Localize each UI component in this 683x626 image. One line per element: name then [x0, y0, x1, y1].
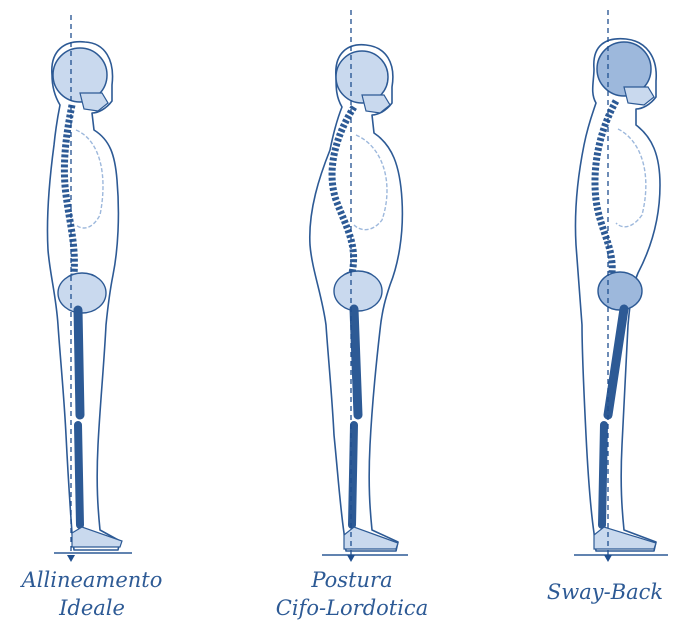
skeleton-sway-back-illustration: [560, 5, 680, 565]
caption-line: Allineamento: [2, 566, 182, 594]
skull-icon: [597, 42, 654, 105]
spine-icon: [64, 105, 74, 275]
skeleton-ideal-illustration: [20, 5, 170, 565]
pelvis-icon: [334, 271, 382, 311]
foot-icon: [72, 527, 122, 547]
spine-icon: [595, 101, 616, 273]
pelvis-icon: [58, 273, 106, 313]
caption-line: Ideale: [2, 594, 182, 622]
skull-icon: [53, 48, 108, 111]
pelvis-icon: [598, 272, 642, 310]
caption-sway-back: Sway-Back: [530, 578, 680, 606]
skull-icon: [336, 51, 390, 113]
caption-line: Cifo-Lordotica: [262, 594, 442, 622]
caption-ideal: Allineamento Ideale: [2, 566, 182, 622]
skeleton-kypho-lordotic-illustration: [300, 5, 450, 565]
caption-line: Postura: [262, 566, 442, 594]
caption-kypho-lordotic: Postura Cifo-Lordotica: [262, 566, 442, 622]
caption-line: Sway-Back: [530, 578, 680, 606]
